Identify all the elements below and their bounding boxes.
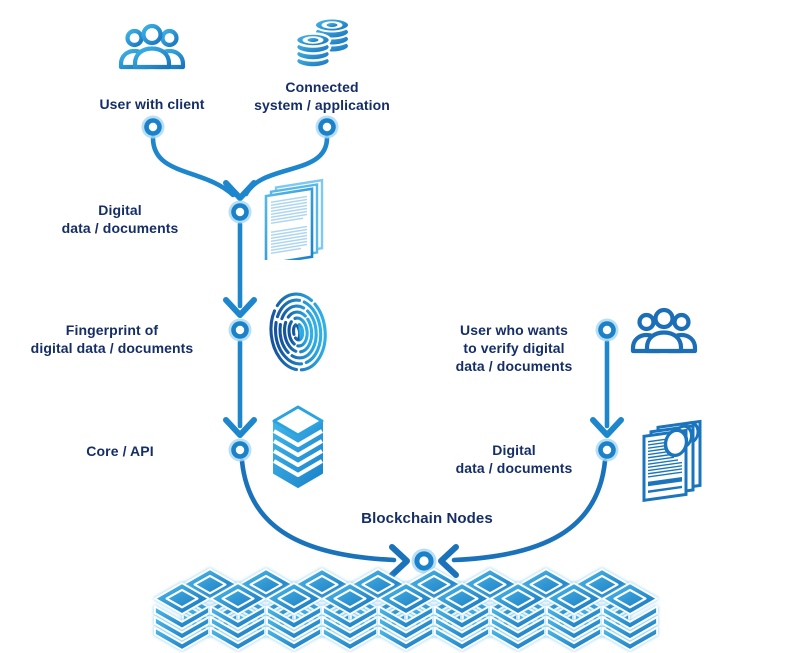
document-pages-icon <box>264 178 324 260</box>
connector-user-to-data <box>150 135 236 198</box>
arrowhead-right-icon <box>389 544 410 578</box>
sealed-documents-icon <box>642 419 702 502</box>
arrowhead-down-icon <box>223 180 257 201</box>
arrowhead-down-icon <box>590 417 624 438</box>
blockchain-node-icon <box>209 582 267 651</box>
label-digital-data-right: Digital data / documents <box>455 442 573 476</box>
blockchain-node-icon <box>377 582 435 651</box>
users-group-icon <box>630 307 698 354</box>
arrowhead-down-icon <box>223 417 257 438</box>
label-fingerprint: Fingerprint of digital data / documents <box>30 322 194 356</box>
connector-core-to-blockchain <box>239 458 397 563</box>
flow-node <box>141 115 165 139</box>
blockchain-node-icon <box>265 582 323 651</box>
flow-node <box>595 318 619 342</box>
label-digital-data: Digital data / documents <box>61 202 179 236</box>
label-connected-system: Connected system / application <box>254 79 390 113</box>
label-verify-user: User who wants to verify digital data / … <box>455 322 573 374</box>
users-group-icon <box>118 23 186 70</box>
flow-node <box>228 200 252 224</box>
connector-data-to-blockchain <box>451 458 608 563</box>
arrowhead-left-icon <box>438 544 459 578</box>
flow-node <box>411 548 437 574</box>
blockchain-node-icon <box>153 582 211 651</box>
fingerprint-icon <box>269 292 327 372</box>
label-user-with-client: User with client <box>99 96 205 112</box>
blockchain-node-icon <box>433 582 491 651</box>
flow-node <box>315 115 339 139</box>
blockchain-node-icon <box>601 582 659 651</box>
label-core-api: Core / API <box>86 443 154 459</box>
flow-node <box>595 438 619 462</box>
label-blockchain-nodes: Blockchain Nodes <box>361 510 493 527</box>
coin-stack-icon <box>294 17 350 69</box>
blockchain-node-icon <box>489 582 547 651</box>
flow-node <box>228 438 252 462</box>
arrowhead-down-icon <box>223 297 257 318</box>
blockchain-cluster-front-row <box>152 580 659 653</box>
server-stack-icon <box>272 405 324 488</box>
flow-node <box>228 318 252 342</box>
blockchain-node-icon <box>545 582 603 651</box>
blockchain-node-icon <box>321 582 379 651</box>
